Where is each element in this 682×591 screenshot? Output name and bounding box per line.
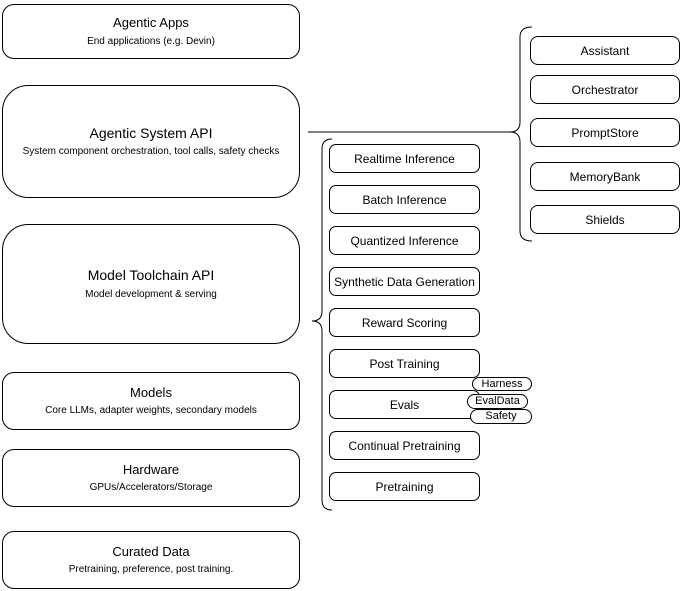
- components-brace: [509, 26, 533, 242]
- node-subtitle: Model development & serving: [85, 288, 217, 300]
- node-title: Model Toolchain API: [87, 267, 215, 284]
- node-subtitle: GPUs/Accelerators/Storage: [89, 482, 213, 494]
- node-agentic-apps: Agentic Apps End applications (e.g. Devi…: [2, 4, 300, 59]
- toolchain-brace: [311, 138, 333, 511]
- node-assistant: Assistant: [530, 36, 680, 65]
- tag-safety: Safety: [470, 409, 532, 424]
- node-batch-inference: Batch Inference: [329, 185, 480, 214]
- node-title: Curated Data: [112, 543, 190, 559]
- node-models: Models Core LLMs, adapter weights, secon…: [2, 372, 300, 430]
- node-continual-pretraining: Continual Pretraining: [329, 431, 480, 460]
- node-label: Shields: [585, 212, 625, 227]
- node-title: Agentic Apps: [113, 15, 189, 31]
- node-evals: Evals: [329, 390, 480, 419]
- node-curated-data: Curated Data Pretraining, preference, po…: [2, 531, 300, 589]
- node-memorybank: MemoryBank: [530, 162, 680, 191]
- node-label: Reward Scoring: [361, 315, 448, 330]
- tag-label: Safety: [485, 410, 517, 422]
- node-label: Continual Pretraining: [348, 438, 461, 453]
- node-label: Pretraining: [375, 479, 434, 494]
- node-reward-scoring: Reward Scoring: [329, 308, 480, 337]
- node-promptstore: PromptStore: [530, 118, 680, 147]
- node-orchestrator: Orchestrator: [530, 75, 680, 104]
- node-subtitle: System component orchestration, tool cal…: [22, 146, 280, 158]
- node-title: Hardware: [122, 461, 180, 477]
- node-label: MemoryBank: [569, 169, 641, 184]
- node-quantized-inference: Quantized Inference: [329, 226, 480, 255]
- node-subtitle: End applications (e.g. Devin): [87, 35, 215, 47]
- node-label: Evals: [389, 397, 420, 412]
- node-label: Realtime Inference: [354, 151, 455, 166]
- tag-label: EvalData: [475, 395, 520, 407]
- tag-label: Harness: [481, 377, 523, 390]
- node-synthetic-data-generation: Synthetic Data Generation: [329, 267, 480, 296]
- node-label: Post Training: [369, 356, 440, 371]
- node-label: Batch Inference: [362, 192, 447, 207]
- node-label: PromptStore: [571, 125, 639, 140]
- node-label: Synthetic Data Generation: [334, 274, 475, 289]
- node-title: Agentic System API: [89, 124, 213, 141]
- node-agentic-system-api: Agentic System API System component orch…: [2, 85, 300, 198]
- node-model-toolchain-api: Model Toolchain API Model development & …: [2, 224, 300, 344]
- node-shields: Shields: [530, 205, 680, 234]
- node-label: Orchestrator: [571, 82, 639, 97]
- tag-evaldata: EvalData: [467, 394, 528, 409]
- node-post-training: Post Training: [329, 349, 480, 378]
- node-title: Models: [130, 384, 172, 400]
- node-subtitle: Core LLMs, adapter weights, secondary mo…: [45, 405, 257, 417]
- node-realtime-inference: Realtime Inference: [329, 144, 480, 173]
- node-subtitle: Pretraining, preference, post training.: [68, 564, 234, 576]
- node-label: Assistant: [580, 43, 630, 58]
- node-label: Quantized Inference: [350, 233, 459, 248]
- tag-harness: Harness: [472, 377, 532, 391]
- node-pretraining: Pretraining: [329, 472, 480, 501]
- node-hardware: Hardware GPUs/Accelerators/Storage: [2, 449, 300, 507]
